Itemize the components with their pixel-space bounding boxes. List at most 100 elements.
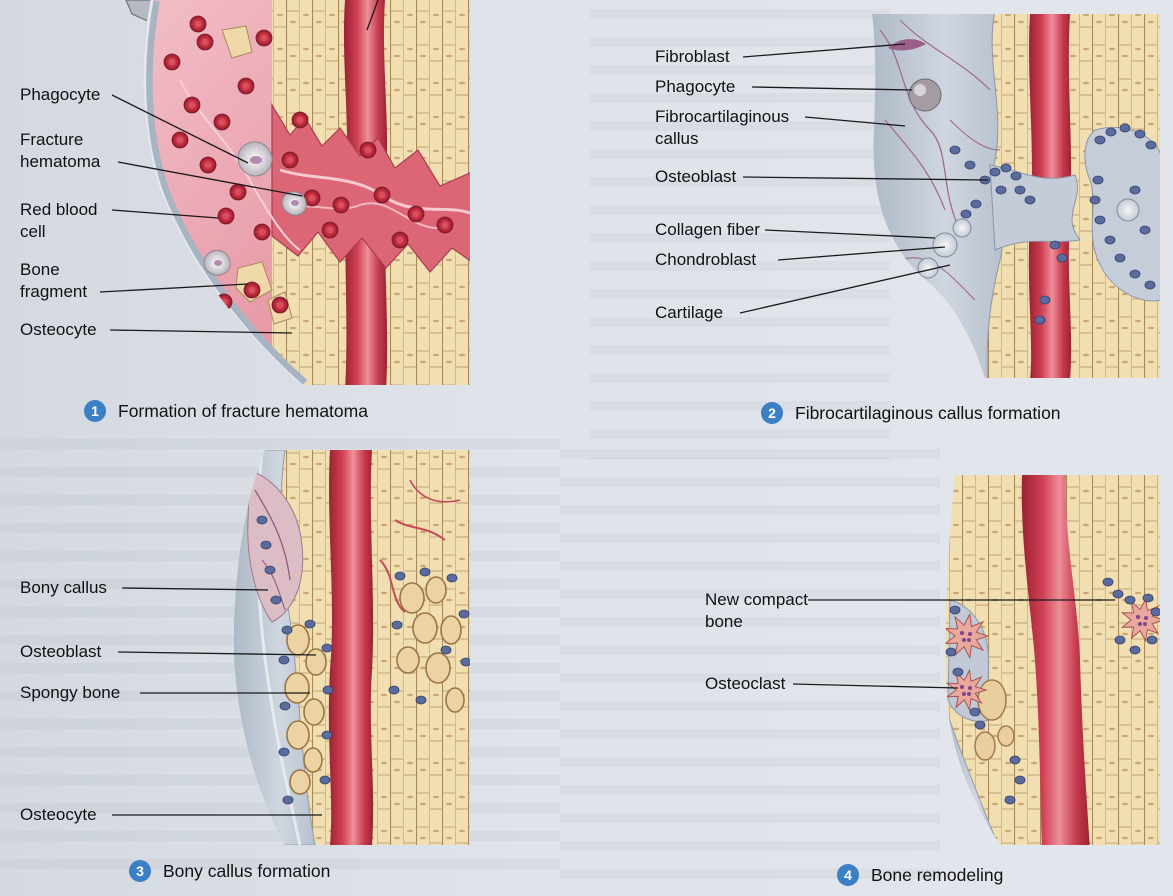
label-collagen-fiber: Collagen fiber: [655, 219, 760, 241]
osteoclast-nucleus: [968, 686, 972, 690]
osteoblast: [261, 541, 271, 549]
osteoblast: [1140, 226, 1150, 234]
osteoblast: [1095, 216, 1105, 224]
red-blood-cell-center: [287, 157, 293, 163]
spongy-bone-space: [400, 583, 424, 613]
caption-step-2: 2 Fibrocartilaginous callus formation: [761, 402, 1061, 424]
osteoblast: [1105, 236, 1115, 244]
caption-step-1: 1 Formation of fracture hematoma: [84, 400, 368, 422]
osteoblast: [1025, 196, 1035, 204]
red-blood-cell-center: [235, 189, 241, 195]
step-number-badge: 3: [129, 860, 151, 882]
osteoblast: [1093, 176, 1103, 184]
osteoblast: [282, 626, 292, 634]
red-blood-cell-center: [338, 202, 344, 208]
caption-text: Fibrocartilaginous callus formation: [795, 403, 1061, 424]
spongy-bone-space: [413, 613, 437, 643]
spongy-bone-space: [426, 577, 446, 603]
osteoblast: [257, 516, 267, 524]
spongy-bone: [975, 732, 995, 760]
red-blood-cell-center: [249, 287, 255, 293]
spongy-bone-space: [290, 770, 310, 794]
fibrocartilaginous-callus: [860, 10, 1002, 390]
caption-step-4: 4 Bone remodeling: [837, 864, 1003, 886]
osteoblast: [1005, 796, 1015, 804]
osteoblast: [950, 606, 960, 614]
osteoblast: [322, 644, 332, 652]
osteoblast: [1035, 316, 1045, 324]
label-line: Fibroblast: [655, 46, 730, 68]
osteoblast: [946, 648, 956, 656]
phagocyte: [238, 142, 272, 176]
label-bony-callus: Bony callus: [20, 577, 107, 599]
osteoblast: [279, 748, 289, 756]
label-line: Bony callus: [20, 577, 107, 599]
osteoclast-nucleus: [962, 692, 966, 696]
osteoblast: [953, 668, 963, 676]
step-number-badge: 4: [837, 864, 859, 886]
chondroblast: [953, 219, 971, 237]
red-blood-cell-center: [397, 237, 403, 243]
red-blood-cell-center: [442, 222, 448, 228]
osteoblast: [1057, 254, 1067, 262]
label-line: Red blood: [20, 199, 98, 221]
label-line: Collagen fiber: [655, 219, 760, 241]
osteoblast: [416, 696, 426, 704]
osteoblast: [1115, 254, 1125, 262]
osteoblast: [990, 168, 1000, 176]
label-new-compact-bone: New compact bone: [705, 589, 808, 633]
osteoblast: [1151, 608, 1161, 616]
osteoblast: [320, 776, 330, 784]
label-osteocyte: Osteocyte: [20, 804, 97, 826]
osteoclast-nucleus: [960, 685, 964, 689]
red-blood-cell-center: [202, 39, 208, 45]
label-bone-fragment: Bone fragment: [20, 259, 87, 303]
spongy-bone-space: [426, 653, 450, 683]
leader-line: [793, 684, 958, 688]
osteoblast: [280, 702, 290, 710]
osteoblast: [1103, 578, 1113, 586]
label-line: Osteoblast: [655, 166, 736, 188]
label-line: Chondroblast: [655, 249, 756, 271]
phagocyte: [204, 250, 230, 275]
osteoblast: [1001, 164, 1011, 172]
label-line: Fibrocartilaginous: [655, 106, 789, 128]
osteoblast: [1147, 636, 1157, 644]
label-red-blood-cell: Red blood cell: [20, 199, 98, 243]
label-line: Osteoblast: [20, 641, 101, 663]
osteoblast: [322, 731, 332, 739]
spongy-bone-space: [287, 721, 309, 749]
osteoblast: [1146, 141, 1156, 149]
osteoclast-nucleus: [962, 638, 966, 642]
red-blood-cell-center: [189, 102, 195, 108]
osteoblast: [1040, 296, 1050, 304]
caption-text: Formation of fracture hematoma: [118, 401, 368, 422]
label-chondroblast: Chondroblast: [655, 249, 756, 271]
label-fibroblast: Fibroblast: [655, 46, 730, 68]
osteoblast: [1090, 196, 1100, 204]
label-osteocyte: Osteocyte: [20, 319, 97, 341]
callus-bridge: [990, 165, 1080, 250]
osteoblast: [459, 610, 469, 618]
red-blood-cell-center: [327, 227, 333, 233]
label-osteoblast: Osteoblast: [655, 166, 736, 188]
label-phagocyte: Phagocyte: [20, 84, 100, 106]
spongy-bone-space: [306, 649, 326, 675]
red-blood-cell-center: [379, 192, 385, 198]
spongy-bone-space: [285, 673, 309, 703]
osteoblast: [970, 708, 980, 716]
label-osteoclast: Osteoclast: [705, 673, 785, 695]
osteoclast-nucleus: [1144, 616, 1148, 620]
osteoblast: [420, 568, 430, 576]
osteoblast: [392, 621, 402, 629]
step-number-badge: 1: [84, 400, 106, 422]
osteoblast: [1130, 186, 1140, 194]
osteoblast: [1113, 590, 1123, 598]
caption-step-3: 3 Bony callus formation: [129, 860, 330, 882]
spongy-bone-space: [441, 616, 461, 644]
caption-text: Bone remodeling: [871, 865, 1003, 886]
leader-line: [740, 265, 950, 313]
red-blood-cell-center: [297, 117, 303, 123]
label-line: cell: [20, 221, 98, 243]
